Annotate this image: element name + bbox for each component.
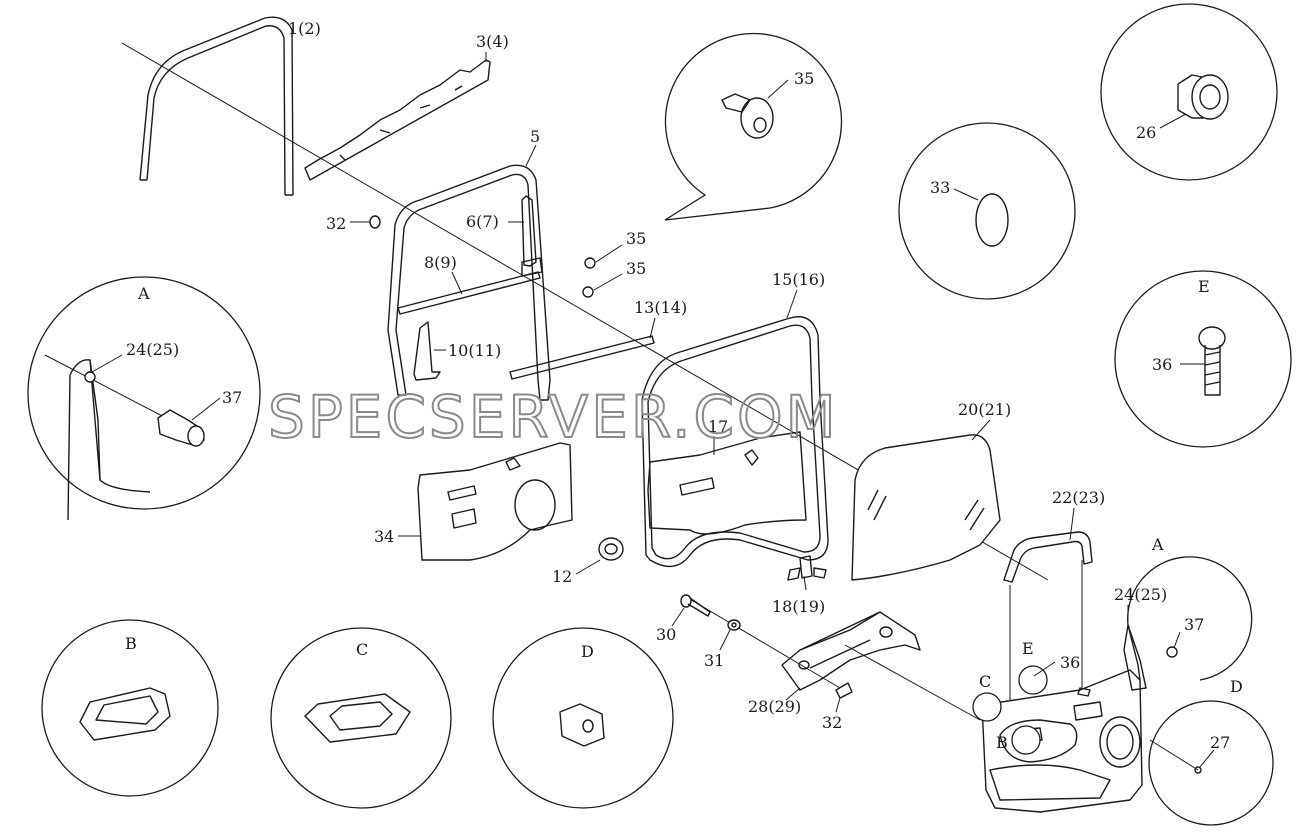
- label-part-5: 5: [530, 127, 540, 146]
- label-part-27: 27: [1210, 733, 1230, 752]
- part-17-inner-panel: [647, 431, 807, 535]
- detail-33: [898, 122, 1076, 300]
- label-part-35-upper: 35: [626, 229, 646, 248]
- part-31-washer: [727, 619, 741, 631]
- clip-35-a: [582, 257, 596, 298]
- label-part-13: 13(14): [634, 298, 687, 317]
- part-28-armrest-bracket: [781, 611, 921, 691]
- detail-c: [270, 627, 452, 809]
- part-32-cap-top: [369, 215, 381, 229]
- part-18-check-link: [787, 555, 827, 581]
- label-part-32-top: 32: [326, 214, 346, 233]
- label-part-12: 12: [552, 567, 572, 586]
- callout-leaders: [91, 38, 1215, 768]
- door-trim-panel-assembly: [981, 624, 1143, 813]
- detail-titles: A A B C D E B C D E: [125, 277, 1243, 752]
- label-part-28: 28(29): [748, 697, 801, 716]
- label-part-30: 30: [656, 625, 676, 644]
- detail-26: [1100, 3, 1278, 181]
- part-15-door-seal: [641, 316, 829, 568]
- part-10-lower-channel: [413, 321, 441, 381]
- title-detail-a-left: A: [137, 284, 150, 303]
- label-part-18: 18(19): [772, 597, 825, 616]
- title-detail-a-right: A: [1151, 535, 1164, 554]
- part-22-pull-handle: [1003, 531, 1093, 583]
- label-part-15: 15(16): [772, 270, 825, 289]
- detail-d-right: [1148, 700, 1274, 826]
- part-30-screw: [680, 594, 711, 617]
- marker-c: C: [979, 672, 991, 691]
- label-part-26: 26: [1136, 123, 1156, 142]
- label-part-37-left: 37: [222, 388, 242, 407]
- label-part-24-left: 24(25): [126, 340, 179, 359]
- part-20-window-glass: [851, 434, 1001, 581]
- part-3-trim-strip: [304, 59, 491, 181]
- title-detail-d-left: D: [581, 642, 594, 661]
- part-32-cap-bottom: [835, 682, 853, 699]
- watermark-text: SPECSERVER.COM: [268, 383, 839, 451]
- part-1-door-frame-seal: [139, 16, 294, 196]
- label-part-20: 20(21): [958, 400, 1011, 419]
- label-part-36-detail: 36: [1152, 355, 1172, 374]
- label-part-1: 1(2): [288, 19, 321, 38]
- label-part-37-right: 37: [1184, 615, 1204, 634]
- label-part-10: 10(11): [448, 341, 501, 360]
- part-12-grommet: [598, 537, 624, 561]
- label-part-31: 31: [704, 651, 724, 670]
- label-part-8: 8(9): [424, 253, 457, 272]
- label-part-34: 34: [374, 527, 394, 546]
- callout-labels: 1(2) 3(4) 5 35 35 35 32 6(7) 8(9) 10(11)…: [126, 19, 1230, 752]
- title-detail-e: E: [1198, 277, 1210, 296]
- title-detail-b: B: [125, 634, 137, 653]
- label-part-35-bubble: 35: [794, 69, 814, 88]
- marker-d: D: [1230, 677, 1243, 696]
- detail-e: [1114, 270, 1292, 448]
- marker-e: E: [1022, 639, 1034, 658]
- part-34-trim-board: [417, 442, 573, 561]
- part-8-belt-molding: [397, 271, 541, 315]
- label-part-36-assembly: 36: [1060, 653, 1080, 672]
- label-part-33: 33: [930, 178, 950, 197]
- title-detail-c: C: [356, 640, 368, 659]
- detail-b: [41, 619, 219, 797]
- part-13-weatherstrip: [509, 335, 655, 380]
- label-part-22: 22(23): [1052, 488, 1105, 507]
- assembly-detail-markers: [972, 665, 1048, 755]
- label-part-3: 3(4): [476, 32, 509, 51]
- label-part-17: 17: [708, 417, 728, 436]
- part-6-window-bracket: [521, 195, 543, 277]
- detail-a-left: [27, 276, 261, 521]
- part-5-glass-run-channel: [387, 164, 551, 401]
- label-part-32-bottom: 32: [822, 713, 842, 732]
- label-part-6: 6(7): [466, 212, 499, 231]
- marker-b: B: [996, 733, 1008, 752]
- detail-a-right: [1123, 556, 1253, 691]
- detail-35-bubble: [664, 32, 843, 221]
- label-part-24-right: 24(25): [1114, 585, 1167, 604]
- label-part-35-lower: 35: [626, 259, 646, 278]
- detail-d-left: [492, 627, 674, 809]
